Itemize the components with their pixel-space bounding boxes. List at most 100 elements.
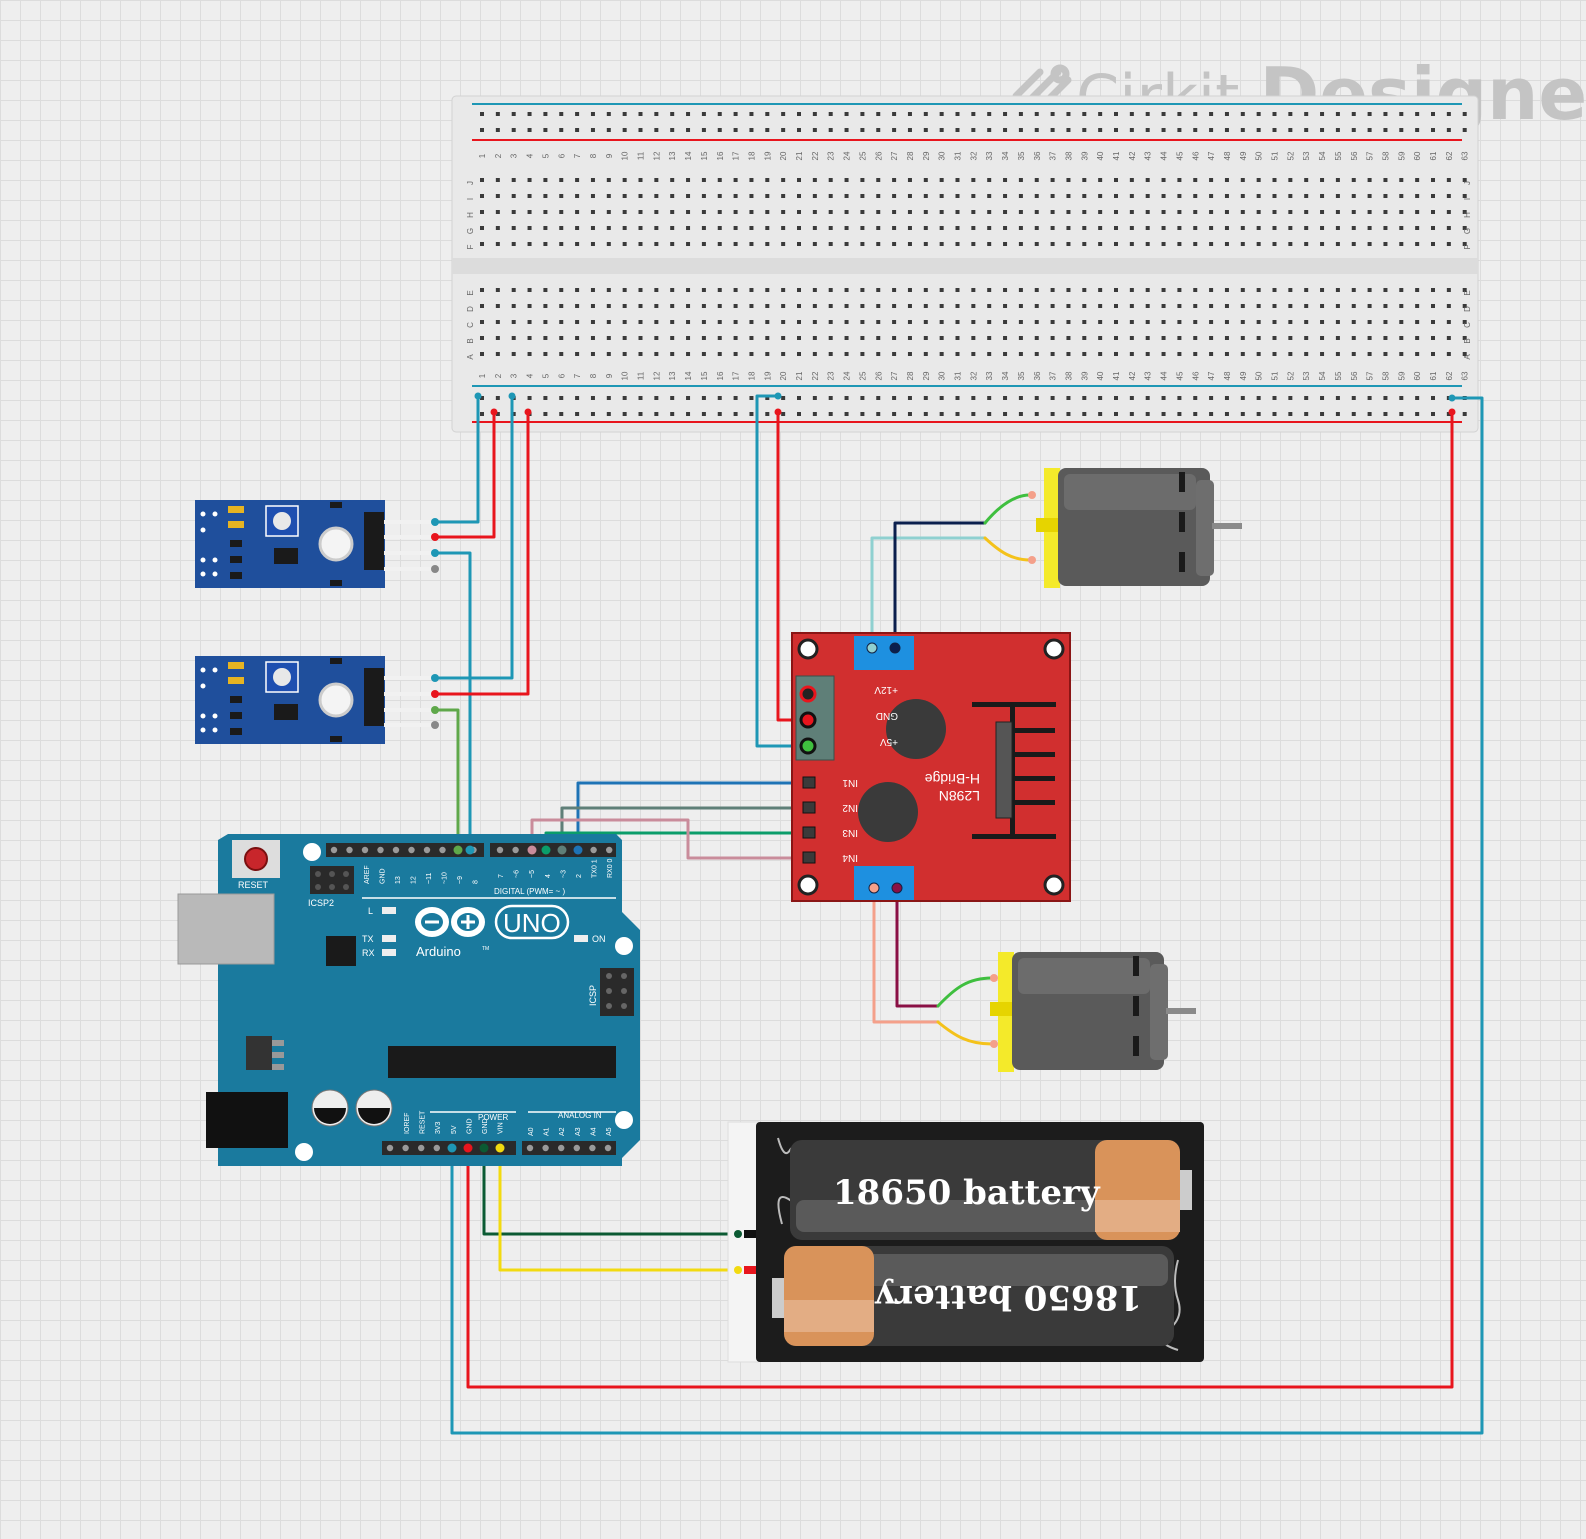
- breadboard-column-label: 54: [1318, 371, 1327, 380]
- l298n-driver[interactable]: +12V GND +5V IN1 IN2 IN3 IN4 H-Bridge L2…: [791, 632, 1071, 902]
- breadboard-column-label: 52: [1286, 151, 1295, 160]
- digital-label: DIGITAL (PWM= ~ ): [494, 887, 565, 896]
- wire-motorA-green[interactable]: [983, 493, 1032, 525]
- arduino-pin-label: GND: [466, 1118, 473, 1134]
- breadboard-column-label: 60: [1413, 371, 1422, 380]
- breadboard-column-label: 10: [621, 371, 630, 380]
- wire-arduino-5v-bb[interactable]: [466, 410, 1454, 1389]
- potentiometer-icon[interactable]: [273, 512, 291, 530]
- reset-button[interactable]: [244, 847, 268, 871]
- breadboard-column-label: 41: [1112, 371, 1121, 380]
- breadboard-column-label: 56: [1350, 151, 1359, 160]
- pin-label-12v: +12V: [874, 684, 898, 695]
- arduino-tm: TM: [482, 946, 489, 952]
- breadboard-column-label: 23: [827, 371, 836, 380]
- breadboard-column-label: 13: [668, 371, 677, 380]
- power-label: POWER: [478, 1113, 508, 1122]
- breadboard-column-label: 23: [827, 151, 836, 160]
- wire-in1[interactable]: [576, 781, 810, 852]
- breadboard-column-label: 34: [1001, 371, 1010, 380]
- dc-motor-a[interactable]: [1028, 468, 1242, 588]
- breadboard-column-label: 11: [637, 371, 646, 380]
- breadboard-column-label: 55: [1334, 371, 1343, 380]
- breadboard-column-label: 9: [605, 373, 614, 378]
- wire-sensor2-gnd[interactable]: [433, 394, 514, 680]
- driver-title: L298N: [939, 788, 980, 804]
- wire-in4[interactable]: [530, 818, 810, 860]
- potentiometer-icon[interactable]: [273, 668, 291, 686]
- breadboard-column-label: 39: [1080, 151, 1089, 160]
- wire-motorA-yellow[interactable]: [983, 536, 1032, 562]
- breadboard-column-label: 61: [1429, 151, 1438, 160]
- arduino-logo-icon: [415, 907, 485, 937]
- wire-motorB-yellow[interactable]: [936, 1020, 994, 1046]
- arduino-brand: Arduino: [416, 944, 461, 959]
- battery-label-bottom: 18650 battery: [874, 1277, 1142, 1317]
- breadboard-column-label: 63: [1461, 151, 1470, 160]
- breadboard-column-label: 46: [1191, 371, 1200, 380]
- breadboard-column-label: 63: [1461, 371, 1470, 380]
- breadboard-column-label: 34: [1001, 151, 1010, 160]
- breadboard-column-label: 55: [1334, 151, 1343, 160]
- power-jack: [206, 1092, 288, 1148]
- breadboard-column-label: 43: [1144, 151, 1153, 160]
- breadboard-column-label: 58: [1381, 371, 1390, 380]
- breadboard-column-label: 62: [1445, 371, 1454, 380]
- wire-arduino-gnd-bb[interactable]: [450, 396, 1484, 1435]
- breadboard-column-label: 19: [763, 371, 772, 380]
- icsp2-label: ICSP2: [308, 898, 334, 908]
- wire-arduino-gnd-battery[interactable]: [482, 1146, 740, 1236]
- arduino-pin-label: ~3: [560, 870, 567, 878]
- wire-motorB-b[interactable]: [895, 886, 940, 1008]
- battery-holder[interactable]: 18650 battery 18650 battery: [727, 1121, 1204, 1363]
- wire-arduino-vin-battery[interactable]: [498, 1146, 740, 1272]
- arduino-pin-label: RESET: [420, 1110, 427, 1134]
- breadboard-column-label: 18: [747, 151, 756, 160]
- wire-motorB-a[interactable]: [872, 886, 940, 1024]
- battery-cell-top: 18650 battery: [790, 1140, 1192, 1240]
- breadboard-column-label: 33: [985, 371, 994, 380]
- reset-label: RESET: [238, 880, 269, 890]
- dc-motor-b[interactable]: [990, 952, 1196, 1072]
- breadboard-column-label: 37: [1049, 371, 1058, 380]
- icsp-label: ICSP: [588, 985, 598, 1006]
- breadboard-column-label: 48: [1223, 371, 1232, 380]
- breadboard-column-label: 45: [1175, 371, 1184, 380]
- breadboard-column-label: 6: [557, 153, 566, 158]
- arduino-pin-label: 2: [576, 874, 583, 878]
- breadboard-column-label: 2: [494, 153, 503, 158]
- breadboard-column-label: 29: [922, 371, 931, 380]
- breadboard-column-label: 5: [541, 153, 550, 158]
- breadboard-column-label: 13: [668, 151, 677, 160]
- wire-sensor2-out[interactable]: [433, 708, 460, 852]
- ir-sensor-1[interactable]: [195, 500, 439, 588]
- arduino-uno[interactable]: RESET ICSP2 ICSP L TX RX ON: [177, 834, 640, 1166]
- wire-motorA-b[interactable]: [893, 521, 987, 650]
- wire-motorB-green[interactable]: [936, 976, 994, 1008]
- breadboard-column-label: 32: [969, 371, 978, 380]
- wire-sensor2-vcc[interactable]: [433, 410, 530, 696]
- wire-sensor1-out[interactable]: [433, 551, 472, 852]
- breadboard-row-label: D: [466, 306, 475, 312]
- breadboard-column-label: 8: [589, 373, 598, 378]
- ir-sensor-2[interactable]: [195, 656, 439, 744]
- arduino-pin-label: ~9: [457, 876, 464, 884]
- breadboard-row-label: J: [1463, 181, 1472, 185]
- breadboard-column-label: 56: [1350, 371, 1359, 380]
- wire-bb-gnd-driver[interactable]: [755, 394, 810, 748]
- uno-label: UNO: [503, 908, 561, 938]
- breadboard-column-label: 44: [1160, 371, 1169, 380]
- arduino-pin-label: 12: [411, 876, 418, 884]
- breadboard-column-label: 30: [938, 371, 947, 380]
- wire-sensor1-vcc[interactable]: [433, 410, 496, 539]
- breadboard-row-label: B: [1463, 338, 1472, 343]
- breadboard-column-label: 49: [1239, 151, 1248, 160]
- breadboard-column-label: 41: [1112, 151, 1121, 160]
- breadboard-column-label: 38: [1064, 151, 1073, 160]
- wire-motorA-a[interactable]: [870, 536, 987, 650]
- wire-sensor1-gnd[interactable]: [433, 394, 480, 524]
- breadboard-column-label: 5: [541, 373, 550, 378]
- arduino-pin-label: ~6: [514, 870, 521, 878]
- breadboard-row-label: C: [466, 322, 475, 328]
- breadboard-column-label: 37: [1049, 151, 1058, 160]
